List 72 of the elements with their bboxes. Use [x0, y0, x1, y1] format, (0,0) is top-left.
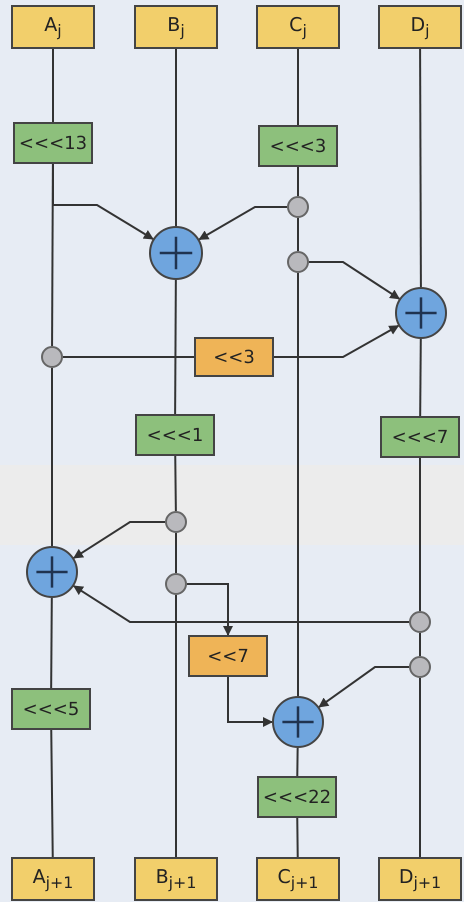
variable-box	[378, 857, 462, 901]
connector-line	[297, 167, 299, 196]
variable-label: A$_{j+1}$	[32, 866, 74, 892]
arrow	[227, 677, 273, 727]
operation-label: <<<1	[146, 424, 204, 446]
connector-line	[50, 730, 54, 858]
rotate-box	[13, 122, 93, 164]
rotate-box	[135, 414, 215, 456]
connector-line	[51, 164, 54, 346]
connector-line	[175, 595, 177, 857]
junction-dot	[287, 196, 309, 218]
variable-label: D$_{j+1}$	[398, 866, 442, 892]
xor-adder-circle	[149, 226, 203, 280]
connector-line	[419, 339, 422, 416]
variable-box	[378, 5, 462, 49]
arrow	[318, 666, 409, 708]
shift-box	[194, 337, 274, 377]
rotate-box	[11, 688, 91, 730]
variable-box	[256, 5, 340, 49]
variable-label: A$_{j}$	[44, 14, 62, 40]
variable-box	[11, 5, 95, 49]
connector-line	[63, 356, 194, 358]
connector-line	[296, 818, 299, 858]
variable-box	[11, 857, 95, 901]
variable-box	[256, 857, 340, 901]
junction-dot	[41, 346, 63, 368]
arrow	[73, 521, 165, 559]
rotate-box	[258, 125, 338, 167]
connector-line	[296, 748, 299, 776]
connector-line	[51, 368, 53, 546]
arrow	[309, 261, 400, 300]
connector-line	[174, 280, 177, 414]
connector-line	[50, 598, 53, 688]
connector-line	[174, 456, 177, 512]
connector-line	[297, 49, 299, 125]
arrow	[73, 585, 409, 623]
connector-line	[297, 218, 299, 251]
operation-label: <<3	[213, 346, 255, 368]
operation-label: <<<7	[392, 426, 448, 448]
junction-dot	[165, 573, 187, 595]
variable-label: D$_{j}$	[410, 14, 430, 40]
operation-label: <<<22	[262, 786, 332, 808]
arrow	[187, 583, 233, 636]
arrow	[274, 324, 400, 358]
connector-line	[419, 458, 421, 611]
junction-dot	[409, 656, 431, 678]
variable-label: C$_{j}$	[289, 14, 307, 40]
connector-line	[52, 49, 54, 122]
connector-line	[297, 273, 299, 696]
connector-line	[175, 49, 177, 226]
operation-label: <<<5	[22, 698, 80, 720]
variable-box	[134, 5, 218, 49]
arrow	[198, 206, 287, 240]
connector-line	[419, 678, 421, 857]
shift-box	[188, 635, 268, 677]
rotate-box	[257, 776, 337, 818]
variable-label: B$_{j}$	[167, 14, 185, 40]
variable-label: C$_{j+1}$	[277, 866, 318, 892]
xor-adder-circle	[272, 696, 324, 748]
junction-dot	[287, 251, 309, 273]
junction-dot	[409, 611, 431, 633]
connector-line	[419, 633, 421, 656]
xor-adder-circle	[26, 546, 78, 598]
variable-label: B$_{j+1}$	[156, 866, 196, 892]
connector-line	[175, 533, 177, 573]
operation-label: <<7	[207, 646, 249, 666]
xor-adder-circle	[395, 287, 447, 339]
operation-label: <<<3	[270, 136, 326, 156]
variable-box	[134, 857, 218, 901]
operation-label: <<<13	[18, 132, 88, 154]
rotate-box	[380, 416, 460, 458]
connector-line	[419, 49, 422, 287]
